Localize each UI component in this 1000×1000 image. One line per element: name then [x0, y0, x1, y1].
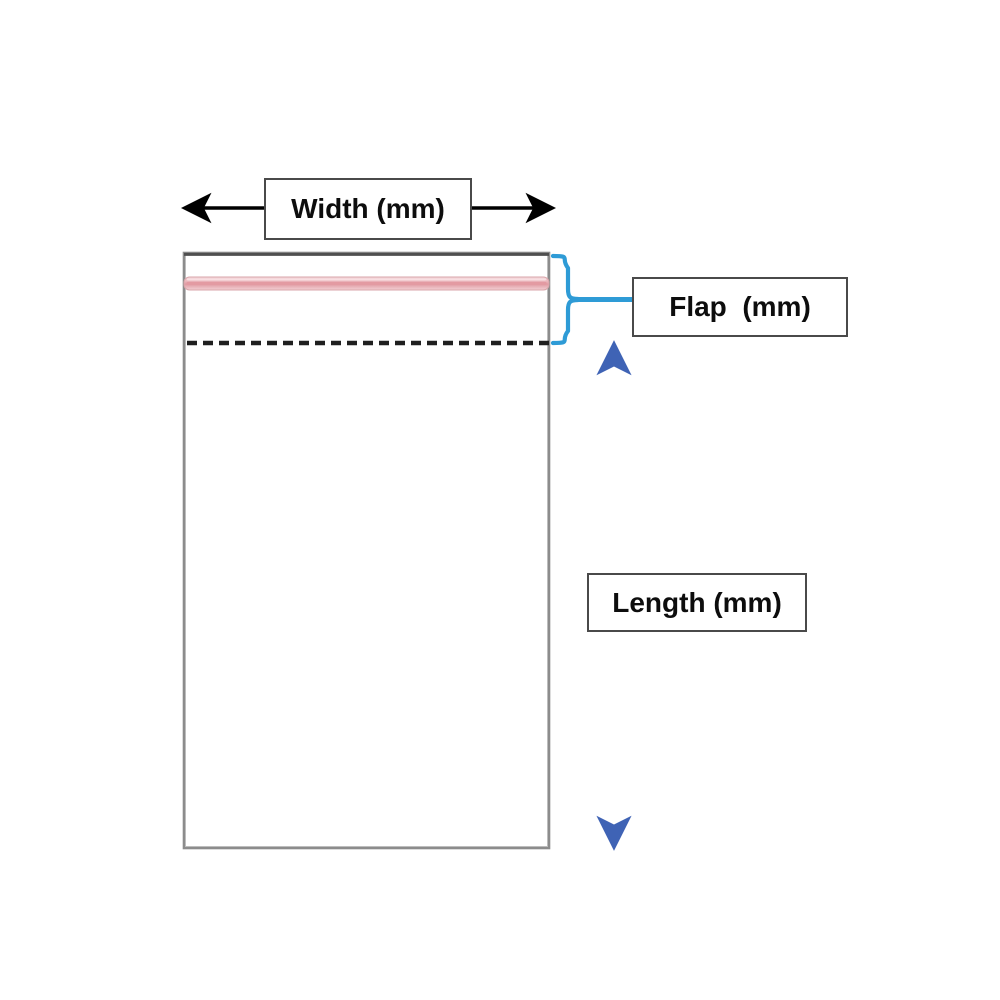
- adhesive-strip: [183, 276, 550, 291]
- flap-label: Flap (mm): [669, 291, 811, 322]
- width-label: Width (mm): [291, 193, 445, 224]
- flap-callout-box: Flap (mm): [632, 277, 848, 337]
- width-callout-box: Width (mm): [264, 178, 472, 240]
- flap-brace: [550, 253, 639, 346]
- length-label: Length (mm): [612, 586, 782, 618]
- length-callout-box: Length (mm): [587, 573, 807, 632]
